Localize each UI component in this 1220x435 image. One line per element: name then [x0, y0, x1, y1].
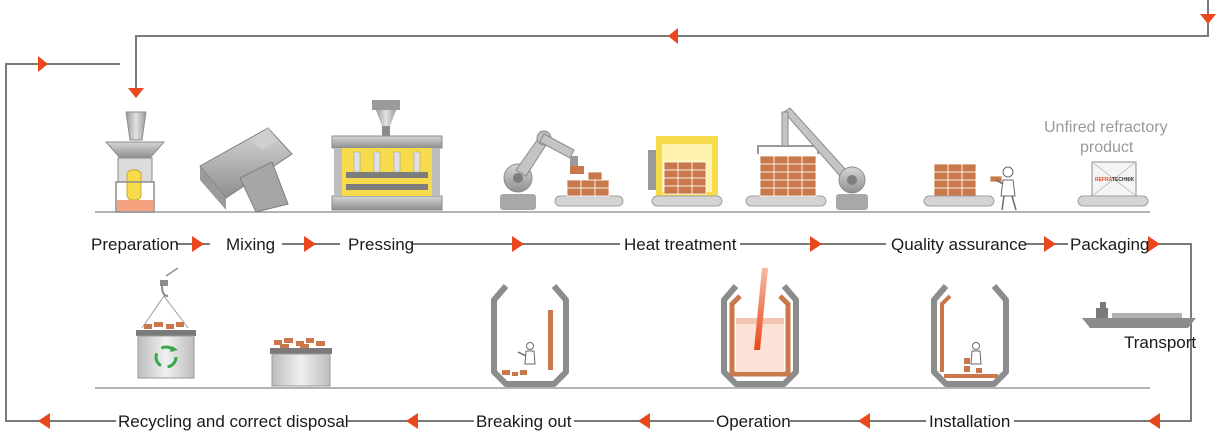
label-heat-treatment: Heat treatment: [624, 235, 737, 254]
label-operation: Operation: [716, 412, 791, 431]
flow-arrow-icon: [1148, 413, 1160, 429]
packaging-note-line2: product: [1080, 139, 1134, 156]
ladle-breaking-icon: [491, 284, 569, 387]
return-loop-left: [5, 63, 120, 422]
label-installation: Installation: [929, 412, 1010, 431]
hopper-icon: [104, 111, 166, 213]
packaging-note-line1: Unfired refractory: [1044, 119, 1168, 136]
flow-arrow-icon: [38, 413, 50, 429]
brand-mark-left: REFRA: [1095, 177, 1113, 183]
inspection-icon: [923, 163, 1017, 211]
bottom-process-row: Installation Operation Breaking out Recy…: [38, 412, 1160, 431]
label-quality-assurance: Quality assurance: [891, 235, 1027, 254]
label-mixing: Mixing: [226, 235, 275, 254]
label-packaging: Packaging: [1070, 235, 1149, 254]
flow-arrow-icon: [512, 236, 524, 252]
flow-arrow-icon: [304, 236, 316, 252]
recycle-icon: [154, 345, 178, 369]
return-loop-top: [135, 0, 1209, 92]
flow-arrow-icon: [810, 236, 822, 252]
ship-icon: [1082, 302, 1196, 328]
flow-arrow-icon: [1148, 236, 1160, 252]
recycling-bin-icon: [136, 267, 332, 387]
brand-mark-right: TECHNIK: [1112, 177, 1135, 183]
flow-arrow-icon: [1044, 236, 1056, 252]
flow-arrow-icon: [638, 413, 650, 429]
label-recycling: Recycling and correct disposal: [118, 412, 349, 431]
label-pressing: Pressing: [348, 235, 414, 254]
loop-arrow-icon: [668, 28, 678, 44]
mixer-icon: [199, 127, 293, 213]
flow-arrow-icon: [192, 236, 204, 252]
crate-icon: Unfired refractory product REFRA TECHNIK: [1044, 119, 1168, 207]
ladle-installation-icon: [931, 284, 1009, 387]
press-icon: [331, 100, 443, 211]
top-process-row: Preparation Mixing Pressing Heat treatme…: [91, 235, 1160, 254]
loop-arrow-icon: [1200, 14, 1216, 24]
label-preparation: Preparation: [91, 235, 179, 254]
label-transport: Transport: [1124, 333, 1196, 352]
flow-arrow-icon: [406, 413, 418, 429]
connector-right: [1156, 243, 1192, 422]
label-breaking-out: Breaking out: [476, 412, 572, 431]
loop-arrow-icon: [38, 56, 48, 72]
loop-arrow-icon: [128, 88, 144, 98]
ladle-operation-icon: [721, 268, 799, 387]
flow-arrow-icon: [858, 413, 870, 429]
robot-kiln-icon: [500, 107, 868, 210]
